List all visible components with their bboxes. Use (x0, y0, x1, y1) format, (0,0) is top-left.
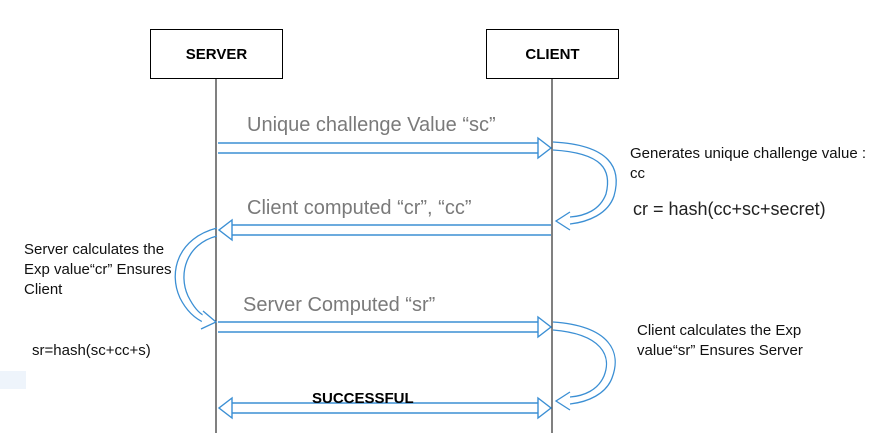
client-self-loop-1 (552, 141, 617, 231)
client-formula: cr = hash(cc+sc+secret) (633, 199, 826, 219)
message-arrow-4 (217, 396, 553, 420)
server-self-loop (174, 227, 218, 330)
message-arrow-1 (218, 136, 553, 160)
server-calculates-note: Server calculates the Exp value“cr” Ensu… (24, 241, 172, 298)
client-calculates-note: Client calculates the Exp value“sr” Ensu… (637, 322, 803, 359)
successful-label: SUCCESSFUL (312, 390, 414, 407)
edge-tab (0, 371, 26, 389)
message-arrow-2 (217, 218, 551, 242)
message-arrow-3 (218, 315, 553, 339)
client-box: CLIENT (486, 29, 619, 79)
message-label-1: Unique challenge Value “sc” (247, 114, 496, 136)
server-formula: sr=hash(sc+cc+s) (32, 342, 151, 359)
client-self-loop-2 (552, 321, 616, 411)
server-label: SERVER (185, 45, 248, 63)
client-label: CLIENT (525, 45, 580, 63)
message-label-3: Server Computed “sr” (243, 294, 436, 316)
client-generates-note: Generates unique challenge value : cc (630, 145, 867, 182)
message-label-2: Client computed “cr”, “cc” (247, 197, 472, 219)
server-box: SERVER (150, 29, 283, 79)
